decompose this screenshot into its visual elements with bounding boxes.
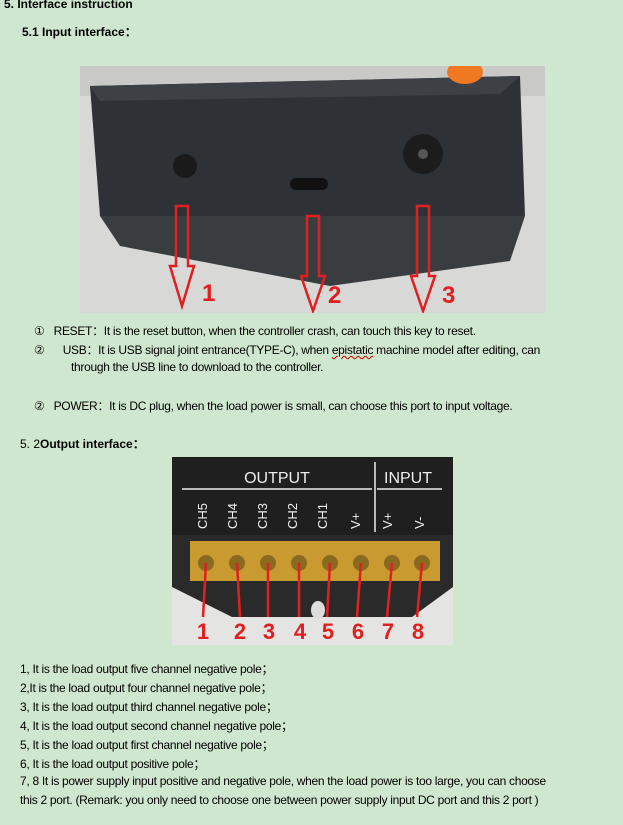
channel-label: CH5 — [195, 503, 210, 529]
terminal-number: 6 — [352, 619, 364, 644]
terminal-number: 8 — [412, 619, 424, 644]
channel-label: CH2 — [285, 503, 300, 529]
pointer-arrows — [168, 204, 437, 313]
usb-c-port — [290, 178, 328, 190]
channel-label: CH4 — [225, 503, 240, 529]
photo-label-3: 3 — [442, 282, 455, 309]
channel-label: V+ — [380, 513, 395, 529]
output-label: OUTPUT — [244, 470, 310, 487]
output-interface-photo: OUTPUT INPUT CH5 CH4 CH3 CH2 CH1 V+ V+ V… — [172, 457, 453, 645]
input-label: INPUT — [384, 470, 432, 487]
output-item-2: 2,It is the load output four channel neg… — [20, 681, 273, 695]
terminal-number: 1 — [197, 619, 209, 644]
input-interface-heading: 5.1 Input interface： — [22, 25, 137, 39]
input-interface-photo: 1 2 3 — [80, 66, 545, 313]
output-interface-heading: 5. 2Output interface： — [20, 437, 145, 451]
usb-description-continued: through the USB line to download to the … — [71, 360, 324, 374]
terminal-number: 7 — [382, 619, 394, 644]
output-item-remark: this 2 port. (Remark: you only need to c… — [20, 793, 539, 807]
section-title: 5. Interface instruction — [4, 0, 133, 11]
terminal-number: 2 — [234, 619, 246, 644]
terminal-number: 5 — [322, 619, 334, 644]
terminal-number: 4 — [294, 619, 307, 644]
output-item-7-8: 7, 8 It is power supply input positive a… — [20, 774, 546, 788]
power-description: ② POWER：It is DC plug, when the load pow… — [34, 399, 513, 413]
channel-label: V- — [412, 517, 427, 529]
reset-button-hole — [173, 154, 197, 178]
channel-label: CH3 — [255, 503, 270, 529]
terminal-number: 3 — [263, 619, 275, 644]
output-item-1: 1, It is the load output five channel ne… — [20, 662, 274, 676]
terminal-block — [190, 541, 440, 581]
channel-label: V+ — [348, 513, 363, 529]
photo-label-1: 1 — [202, 280, 215, 307]
channel-label: CH1 — [315, 503, 330, 529]
photo-label-2: 2 — [328, 282, 341, 309]
reset-description: ① RESET：It is the reset button, when the… — [34, 324, 476, 338]
output-item-4: 4, It is the load output second channel … — [20, 719, 293, 733]
output-item-6: 6, It is the load output positive pole； — [20, 757, 206, 771]
output-item-5: 5, It is the load output first channel n… — [20, 738, 274, 752]
output-item-3: 3, It is the load output third channel n… — [20, 700, 278, 714]
usb-description: ② USB：It is USB signal joint entrance(TY… — [34, 343, 541, 357]
